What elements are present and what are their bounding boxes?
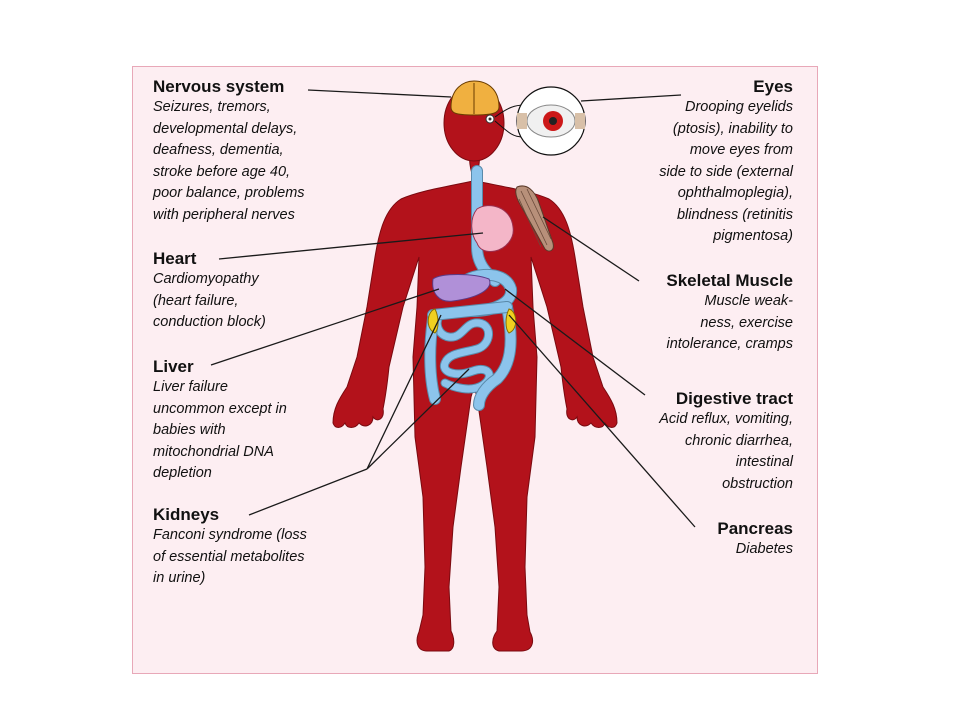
eyes-line: pigmentosa)	[713, 228, 793, 244]
nervous-system-line: developmental delays,	[153, 120, 298, 137]
heart-title: Heart	[153, 249, 197, 268]
heart-shape	[471, 205, 514, 252]
eyes-line: blindness (retinitis	[676, 206, 793, 223]
eyes-line: ophthalmoplegia),	[677, 185, 793, 201]
label-kidneys: Kidneys Fanconi syndrome (loss of essent…	[153, 505, 307, 590]
liver-shape	[432, 274, 491, 302]
diagram-panel: Nervous system Seizures, tremors, develo…	[132, 66, 818, 674]
eyes-line: move eyes from	[689, 142, 793, 158]
body-figure	[210, 80, 696, 652]
kidneys-title: Kidneys	[153, 505, 220, 524]
label-liver: Liver Liver failure uncommon except in b…	[153, 357, 287, 485]
nervous-system-line: with peripheral nerves	[153, 206, 295, 223]
label-pancreas: Pancreas Diabetes	[717, 519, 793, 561]
kidneys-line: in urine)	[153, 570, 206, 586]
digestive-tract-title: Digestive tract	[675, 389, 793, 408]
kidney-right	[505, 308, 517, 334]
digestive-organs	[424, 165, 517, 411]
skeletal-muscle-line: Muscle weak-	[704, 293, 793, 309]
kidneys-line: Fanconi syndrome (loss	[153, 527, 307, 543]
liver-title: Liver	[153, 357, 194, 376]
liver-line: mitochondrial DNA	[153, 443, 274, 460]
leader-lines	[210, 89, 696, 528]
eyes-title: Eyes	[753, 77, 793, 96]
digestive-tract-line: Acid reflux, vomiting,	[659, 411, 793, 427]
label-nervous-system: Nervous system Seizures, tremors, develo…	[153, 77, 305, 226]
digestive-tract-line: obstruction	[722, 475, 793, 492]
kidneys-line: of essential metabolites	[153, 548, 305, 565]
liver-line: depletion	[153, 465, 212, 481]
nervous-system-line: Seizures, tremors,	[153, 99, 271, 115]
skeletal-muscle-line: ness, exercise	[700, 314, 793, 331]
heart-line: conduction block)	[153, 314, 266, 330]
pancreas-line: Diabetes	[735, 541, 793, 557]
brain-shape	[450, 80, 500, 116]
digestive-tract-line: chronic diarrhea,	[685, 432, 793, 449]
nervous-system-line: stroke before age 40,	[153, 163, 291, 180]
skeletal-muscle-title: Skeletal Muscle	[666, 271, 793, 290]
eyes-line: Drooping eyelids	[684, 99, 793, 115]
label-skeletal-muscle: Skeletal Muscle Muscle weak- ness, exerc…	[666, 271, 793, 356]
digestive-tract-line: intestinal	[735, 454, 793, 470]
nervous-system-line: deafness, dementia,	[153, 142, 284, 158]
nervous-system-title: Nervous system	[153, 77, 285, 96]
eyes-line: (ptosis), inability to	[672, 120, 793, 137]
liver-line: Liver failure	[153, 379, 228, 395]
label-digestive-tract: Digestive tract Acid reflux, vomiting, c…	[659, 389, 793, 495]
liver-line: babies with	[153, 422, 226, 438]
heart-line: (heart failure,	[153, 292, 239, 309]
eyes-line: side to side (external	[659, 163, 793, 180]
skeletal-muscle-line: intolerance, cramps	[666, 336, 793, 352]
label-eyes: Eyes Drooping eyelids (ptosis), inabilit…	[659, 77, 793, 248]
nervous-system-line: poor balance, problems	[153, 185, 305, 201]
heart-line: Cardiomyopathy	[153, 271, 259, 287]
eye-callout	[494, 86, 586, 156]
liver-line: uncommon except in	[153, 400, 287, 417]
pancreas-title: Pancreas	[717, 519, 793, 538]
label-heart: Heart Cardiomyopathy (heart failure, con…	[153, 249, 266, 334]
